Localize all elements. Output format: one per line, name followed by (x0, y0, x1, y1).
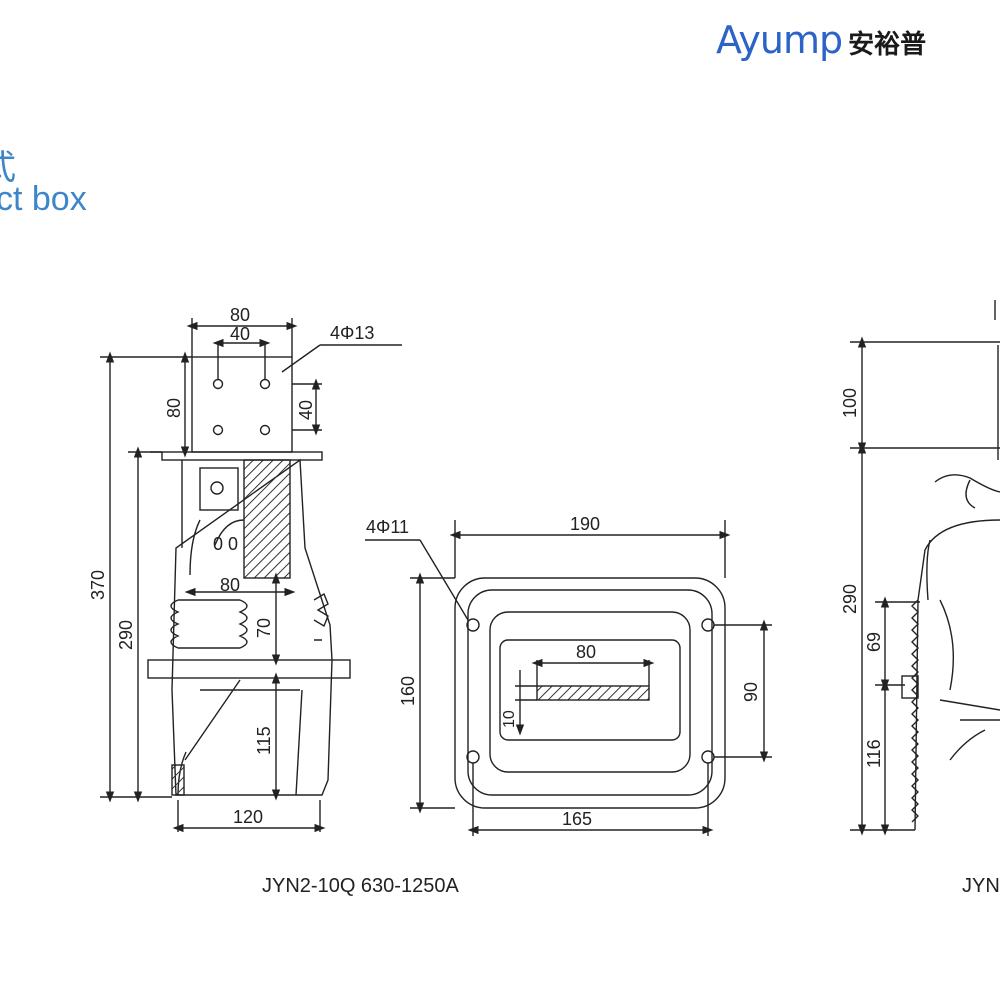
upper-flange (161, 451, 323, 461)
dim-80-top: 80 (230, 305, 250, 325)
flange-lip (934, 474, 1000, 493)
dim-4phi13: 4Φ13 (330, 323, 374, 343)
front-view (365, 520, 772, 836)
conductor-bend (189, 519, 245, 576)
top-stem (994, 300, 999, 460)
dim-90: 90 (741, 682, 761, 702)
brand-name-latin: Ayump (716, 18, 843, 62)
dim-69-right: 69 (864, 632, 884, 652)
dim-40-top: 40 (230, 324, 250, 344)
bolt-hole (259, 424, 271, 436)
dim-116-right: 116 (864, 739, 884, 768)
brand-logo: Ayump 安裕普 (716, 18, 926, 62)
top-plate (191, 356, 293, 453)
dim-290: 290 (116, 620, 136, 650)
contact-mark: 0 0 (213, 534, 238, 554)
outer-frame (454, 577, 726, 809)
mount-hole (466, 750, 480, 764)
right-partial-view (850, 300, 1000, 836)
caption-right: JYN (962, 875, 1000, 897)
heading-cjk: 式 (0, 140, 16, 189)
side-plate (199, 467, 239, 511)
dim-165: 165 (562, 809, 592, 829)
internals (939, 699, 1000, 761)
contact-slot (536, 685, 650, 701)
bellows (170, 599, 248, 649)
ribbed-shed (313, 592, 329, 641)
brand-name-cjk: 安裕普 (848, 30, 927, 60)
lower-flange (147, 659, 351, 679)
dim-80-left: 80 (164, 398, 184, 418)
dim-4phi11: 4Φ11 (366, 517, 409, 537)
inner-arc (939, 599, 954, 691)
dim-10: 10 (501, 710, 518, 728)
dim-290-right: 290 (840, 584, 860, 614)
dim-70: 70 (254, 618, 274, 638)
window (499, 639, 681, 741)
dim-115: 115 (254, 726, 274, 755)
side-view: 0 0 (100, 318, 402, 833)
dim-80-slot: 80 (576, 642, 596, 662)
outer-frame-inner (467, 589, 713, 796)
dim-190: 190 (570, 514, 600, 534)
body-outline (171, 458, 333, 796)
flange-curl (965, 479, 976, 509)
lower-internals (177, 679, 303, 796)
dim-40-right: 40 (296, 400, 316, 420)
caption-left: JYN2-10Q 630-1250A (262, 875, 459, 897)
dim-120: 120 (233, 807, 263, 827)
base-hatch (171, 764, 185, 796)
ribbed-sheds (911, 599, 919, 823)
heading-english: ct box (0, 180, 87, 218)
dim-80-inner: 80 (220, 575, 240, 595)
side-lug (901, 675, 919, 699)
conductor-section (243, 459, 291, 579)
body-curve (914, 519, 1000, 831)
dim-160: 160 (398, 676, 418, 706)
bolt-hole (212, 378, 224, 390)
window-frame (489, 611, 691, 773)
bolt-hole (212, 424, 224, 436)
dim-370: 370 (88, 570, 108, 600)
body-inner (926, 539, 931, 601)
mount-hole (466, 618, 480, 632)
dim-100-right: 100 (840, 388, 860, 418)
bolt-hole (259, 378, 271, 390)
side-hole (210, 481, 224, 495)
